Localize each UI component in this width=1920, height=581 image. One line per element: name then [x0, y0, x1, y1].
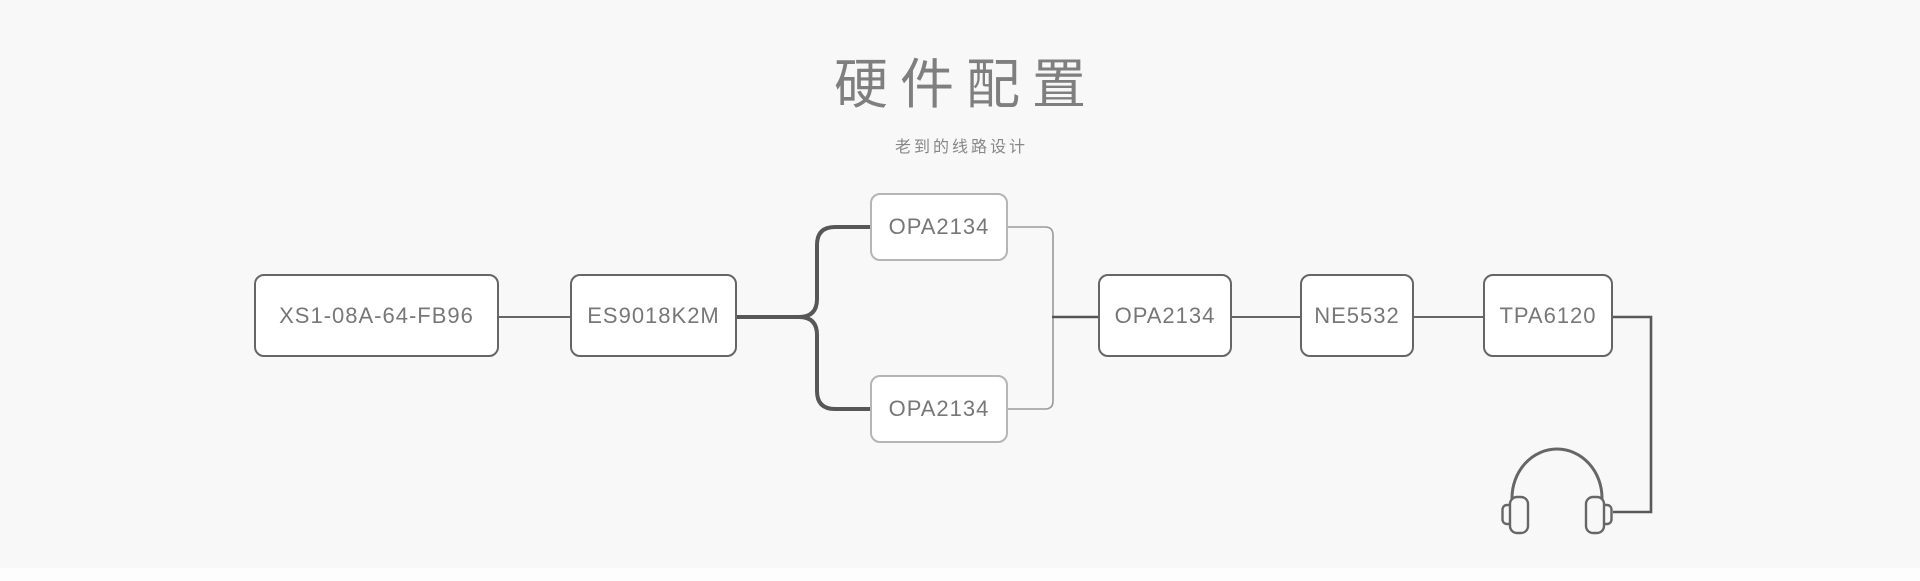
page-subtitle: 老到的线路设计	[894, 139, 1028, 156]
node-source: XS1-08A-64-FB96	[254, 274, 499, 357]
page-bottom-edge	[0, 568, 1920, 581]
wire-split-top	[735, 225, 872, 319]
node-opamp-bottom-label: OPA2134	[888, 396, 990, 421]
node-ne5532-label: NE5532	[1314, 302, 1400, 328]
headphones-icon	[1501, 447, 1613, 535]
node-dac-label: ES9018K2M	[587, 302, 720, 328]
node-tpa6120-label: TPA6120	[1499, 302, 1597, 328]
headphones-left-cup	[1508, 495, 1530, 535]
node-opamp-main-label: OPA2134	[1114, 302, 1216, 328]
node-opamp-top: OPA2134	[870, 193, 1008, 261]
node-dac: ES9018K2M	[570, 274, 737, 357]
headphones-right-cup	[1584, 495, 1606, 535]
wire-branch-collector	[1006, 226, 1054, 410]
wire-tpa6120-headphones	[1611, 315, 1653, 514]
node-opamp-main: OPA2134	[1098, 274, 1232, 357]
node-tpa6120: TPA6120	[1483, 274, 1613, 357]
node-opamp-bottom: OPA2134	[870, 375, 1008, 443]
wire-split-bottom	[735, 315, 872, 411]
node-opamp-top-label: OPA2134	[888, 214, 990, 239]
node-ne5532: NE5532	[1300, 274, 1414, 357]
page-title: 硬件配置	[834, 55, 1098, 115]
node-source-label: XS1-08A-64-FB96	[279, 302, 474, 328]
headphones-band	[1510, 447, 1604, 507]
